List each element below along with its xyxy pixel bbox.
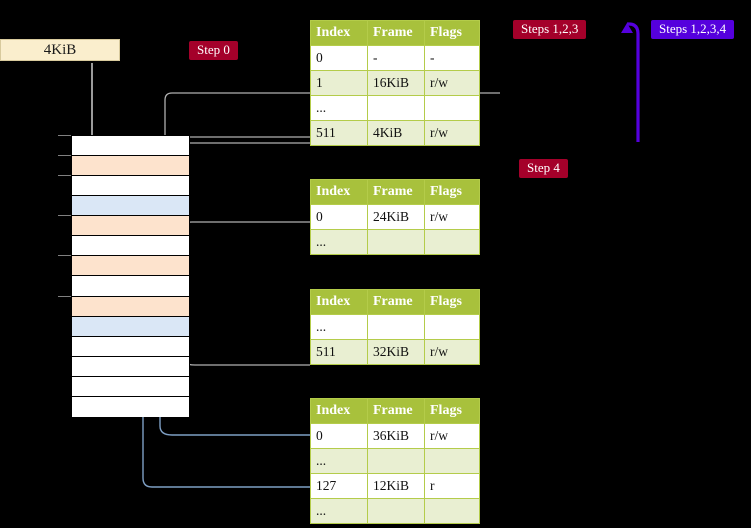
column-header-index: Index bbox=[310, 20, 368, 46]
cell-index: 0 bbox=[310, 45, 368, 71]
memory-row bbox=[72, 156, 189, 177]
physical-memory-grid bbox=[71, 135, 190, 417]
column-header-frame: Frame bbox=[367, 398, 425, 424]
cell-flags bbox=[424, 95, 480, 121]
cell-index: ... bbox=[310, 229, 368, 255]
column-header-frame: Frame bbox=[367, 179, 425, 205]
cell-flags bbox=[424, 229, 480, 255]
steps-1234-badge: Steps 1,2,3,4 bbox=[651, 20, 735, 39]
memory-row bbox=[72, 216, 189, 237]
cell-flags bbox=[424, 498, 480, 524]
memory-row-tick bbox=[58, 255, 71, 256]
memory-row bbox=[72, 316, 189, 337]
step-0-label: Step 0 bbox=[197, 42, 230, 57]
column-header-frame: Frame bbox=[367, 289, 425, 315]
cell-index: ... bbox=[310, 95, 368, 121]
memory-row bbox=[72, 176, 189, 197]
cell-flags: r bbox=[424, 473, 480, 499]
table-row: 0-- bbox=[310, 45, 480, 71]
cell-flags: r/w bbox=[424, 204, 480, 230]
step-4-label: Step 4 bbox=[527, 160, 560, 175]
memory-row-tick bbox=[58, 135, 71, 136]
cell-index: 127 bbox=[310, 473, 368, 499]
cell-frame bbox=[367, 498, 425, 524]
column-header-flags: Flags bbox=[424, 398, 480, 424]
column-header-index: Index bbox=[310, 179, 368, 205]
cell-flags: - bbox=[424, 45, 480, 71]
cell-flags: r/w bbox=[424, 339, 480, 365]
cell-index: 511 bbox=[310, 339, 368, 365]
cell-frame: - bbox=[367, 45, 425, 71]
memory-row bbox=[72, 136, 189, 157]
steps-1234-label: Steps 1,2,3,4 bbox=[659, 21, 727, 36]
column-header-flags: Flags bbox=[424, 289, 480, 315]
cell-flags bbox=[424, 314, 480, 340]
memory-row-tick bbox=[58, 155, 71, 156]
column-header-flags: Flags bbox=[424, 20, 480, 46]
cell-frame bbox=[367, 448, 425, 474]
cell-flags: r/w bbox=[424, 120, 480, 146]
cell-index: 0 bbox=[310, 423, 368, 449]
step-4-badge: Step 4 bbox=[519, 159, 568, 178]
cell-frame bbox=[367, 229, 425, 255]
table-row: ... bbox=[310, 95, 480, 121]
memory-row bbox=[72, 336, 189, 357]
memory-row-tick bbox=[58, 296, 71, 297]
table-row: ... bbox=[310, 498, 480, 524]
memory-row bbox=[72, 276, 189, 297]
memory-row-tick bbox=[58, 215, 71, 216]
memory-row bbox=[72, 356, 189, 377]
step-0-badge: Step 0 bbox=[189, 41, 238, 60]
table-row: ... bbox=[310, 229, 480, 255]
memory-row bbox=[72, 376, 189, 397]
cell-frame: 16KiB bbox=[367, 70, 425, 96]
cell-index: 511 bbox=[310, 120, 368, 146]
memory-row-tick bbox=[58, 175, 71, 176]
cell-index: ... bbox=[310, 498, 368, 524]
cell-frame: 32KiB bbox=[367, 339, 425, 365]
column-header-frame: Frame bbox=[367, 20, 425, 46]
memory-row bbox=[72, 196, 189, 217]
column-header-index: Index bbox=[310, 289, 368, 315]
cell-index: ... bbox=[310, 448, 368, 474]
memory-row bbox=[72, 236, 189, 257]
cell-frame: 36KiB bbox=[367, 423, 425, 449]
cell-frame: 4KiB bbox=[367, 120, 425, 146]
memory-row bbox=[72, 256, 189, 277]
cell-index: 1 bbox=[310, 70, 368, 96]
memory-row bbox=[72, 396, 189, 417]
table-row: ... bbox=[310, 448, 480, 474]
memory-size-text: 4KiB bbox=[43, 42, 77, 58]
cell-frame bbox=[367, 95, 425, 121]
table-row: ... bbox=[310, 314, 480, 340]
cell-flags: r/w bbox=[424, 423, 480, 449]
cell-index: 0 bbox=[310, 204, 368, 230]
cell-flags bbox=[424, 448, 480, 474]
steps-123-badge: Steps 1,2,3 bbox=[513, 20, 587, 39]
steps-123-label: Steps 1,2,3 bbox=[521, 21, 579, 36]
cell-frame: 24KiB bbox=[367, 204, 425, 230]
memory-size-label: 4KiB bbox=[0, 39, 120, 61]
cell-flags: r/w bbox=[424, 70, 480, 96]
cell-frame: 12KiB bbox=[367, 473, 425, 499]
column-header-flags: Flags bbox=[424, 179, 480, 205]
memory-row bbox=[72, 296, 189, 317]
cell-index: ... bbox=[310, 314, 368, 340]
column-header-index: Index bbox=[310, 398, 368, 424]
cell-frame bbox=[367, 314, 425, 340]
